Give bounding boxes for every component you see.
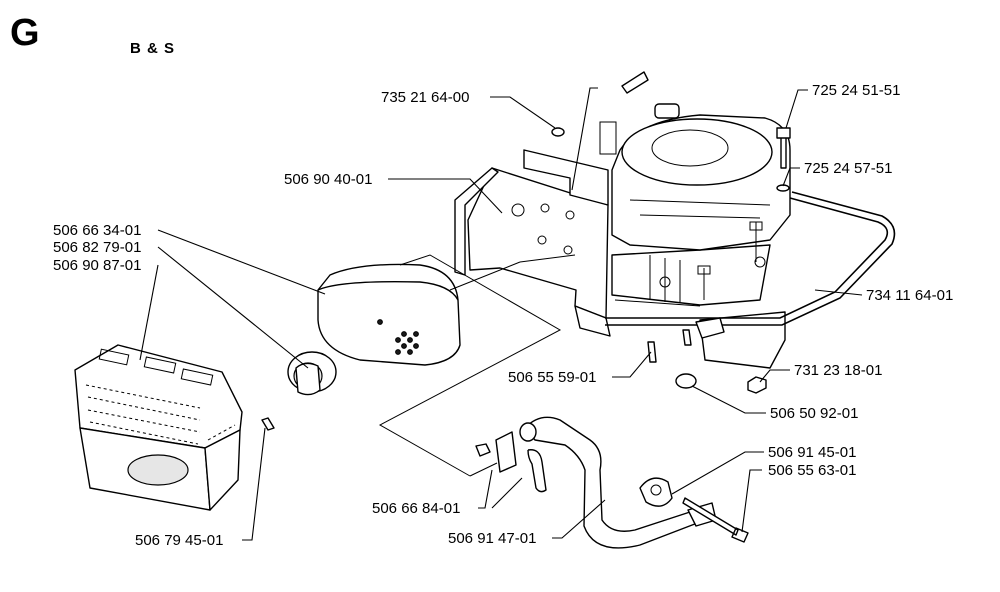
label-506-91-47-01: 506 91 47-01 — [448, 530, 536, 547]
roll-pin — [647, 341, 657, 363]
exhaust-gasket — [639, 477, 673, 507]
exhaust-clamp — [475, 431, 547, 493]
label-725-24-51-51: 725 24 51-51 — [812, 82, 900, 99]
washer — [551, 127, 565, 137]
muffler-bracket — [454, 121, 617, 337]
handle-tube — [605, 191, 896, 326]
tube-bracket — [695, 317, 725, 339]
assembly-lines — [378, 254, 576, 477]
section-letter: G — [10, 12, 40, 54]
label-506-55-59-01: 506 55 59-01 — [508, 369, 596, 386]
label-506-82-79-01: 506 82 79-01 — [53, 239, 141, 256]
label-506-90-87-01: 506 90 87-01 — [53, 257, 141, 274]
engine-brand-label: B & S — [130, 40, 176, 57]
top-bolt — [621, 71, 649, 94]
label-731-23-18-01: 731 23 18-01 — [794, 362, 882, 379]
label-506-90-40-01: 506 90 40-01 — [284, 171, 372, 188]
label-506-79-45-01: 506 79 45-01 — [135, 532, 223, 549]
label-506-50-92-01: 506 50 92-01 — [770, 405, 858, 422]
exhaust-bolt — [682, 497, 749, 543]
spacer — [675, 373, 697, 389]
engine-block — [611, 103, 791, 369]
muffler-outlet-cap — [287, 351, 337, 396]
label-734-11-64-01: 734 11 64-01 — [866, 287, 953, 304]
hex-bolt — [776, 127, 791, 169]
hex-nut — [747, 376, 767, 394]
exhaust-pipe — [519, 416, 717, 549]
label-506-66-34-01: 506 66 34-01 — [53, 222, 141, 239]
callout-labels: 735 21 64-00 506 90 40-01 506 66 34-01 5… — [53, 82, 953, 549]
label-506-55-63-01: 506 55 63-01 — [768, 462, 856, 479]
label-725-24-57-51: 725 24 57-51 — [804, 160, 892, 177]
label-506-91-45-01: 506 91 45-01 — [768, 444, 856, 461]
label-506-66-84-01: 506 66 84-01 — [372, 500, 460, 517]
leader-lines — [139, 87, 863, 541]
muffler-heat-shield — [74, 344, 243, 511]
muffler — [317, 263, 461, 366]
label-735-21-64-00: 735 21 64-00 — [381, 89, 469, 106]
self-tapping-screw — [261, 417, 275, 431]
